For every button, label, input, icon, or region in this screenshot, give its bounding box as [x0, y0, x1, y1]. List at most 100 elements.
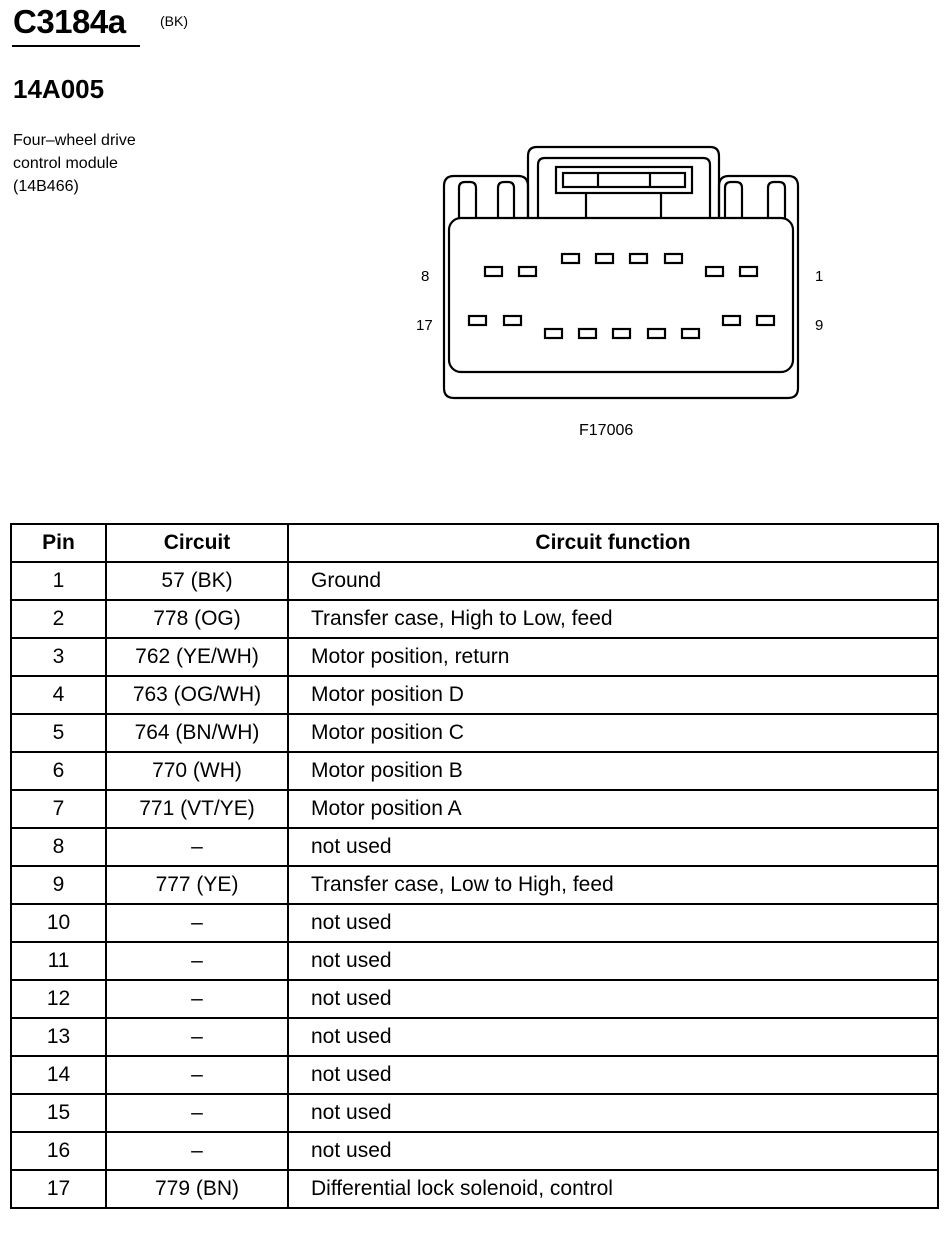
pin-cell: 2 [10, 599, 107, 639]
circuit-cell: 771 (VT/YE) [105, 789, 289, 829]
pin-cell: 10 [10, 903, 107, 943]
latch-slot [561, 171, 687, 189]
figure-code: F17006 [579, 422, 634, 439]
circuit-cell: – [105, 903, 289, 943]
circuit-cell: 770 (WH) [105, 751, 289, 791]
pin-cell: 3 [10, 637, 107, 677]
pin-cell: 5 [10, 713, 107, 753]
table-row: 13–not used [10, 1017, 939, 1057]
function-cell: not used [287, 1017, 939, 1057]
rib-left-2 [496, 180, 516, 218]
pin-cavity [577, 327, 598, 340]
latch-outer [526, 145, 721, 218]
circuit-cell: 57 (BK) [105, 561, 289, 601]
function-cell: Ground [287, 561, 939, 601]
function-cell: not used [287, 941, 939, 981]
circuit-cell: 762 (YE/WH) [105, 637, 289, 677]
table-row: 14–not used [10, 1055, 939, 1095]
circuit-cell: – [105, 827, 289, 867]
pin-cell: 11 [10, 941, 107, 981]
pin-cavity [738, 265, 759, 278]
description-line: control module [13, 155, 118, 172]
function-cell: not used [287, 1131, 939, 1171]
pin-cell: 1 [10, 561, 107, 601]
function-cell: Motor position D [287, 675, 939, 715]
pin-cavities [467, 252, 776, 340]
rib-right [723, 180, 744, 218]
circuit-cell: – [105, 941, 289, 981]
housing-outline [442, 174, 800, 400]
pin-cell: 7 [10, 789, 107, 829]
pin-cavity [560, 252, 581, 265]
function-cell: Motor position B [287, 751, 939, 791]
connector-face [447, 216, 795, 374]
circuit-cell: 777 (YE) [105, 865, 289, 905]
table-row: 11–not used [10, 941, 939, 981]
circuit-cell: – [105, 979, 289, 1019]
connector-color: (BK) [160, 13, 188, 29]
description-line: (14B466) [13, 178, 79, 195]
table-row: 8–not used [10, 827, 939, 867]
pin-cell: 8 [10, 827, 107, 867]
pin-cell: 15 [10, 1093, 107, 1133]
function-cell: not used [287, 1093, 939, 1133]
function-cell: not used [287, 827, 939, 867]
table-row: 12–not used [10, 979, 939, 1019]
function-cell: not used [287, 903, 939, 943]
function-cell: not used [287, 1055, 939, 1095]
pin-cell: 6 [10, 751, 107, 791]
pin-cell: 14 [10, 1055, 107, 1095]
function-cell: Differential lock solenoid, control [287, 1169, 939, 1209]
pin-cavity [543, 327, 564, 340]
rib-right-2 [766, 180, 787, 218]
pin-cavity [594, 252, 615, 265]
pin-label-bottom-left: 17 [416, 317, 433, 334]
description-line: Four–wheel drive [13, 132, 136, 149]
circuit-cell: 779 (BN) [105, 1169, 289, 1209]
pin-label-top-right: 1 [815, 268, 823, 285]
pin-cell: 12 [10, 979, 107, 1019]
pin-cavity [663, 252, 684, 265]
function-cell: Transfer case, Low to High, feed [287, 865, 939, 905]
circuit-cell: – [105, 1017, 289, 1057]
module-description: Four–wheel drive control module (14B466) [13, 129, 136, 198]
latch-stem [584, 193, 663, 218]
pin-cell: 9 [10, 865, 107, 905]
pin-cavity [646, 327, 667, 340]
circuit-cell: 764 (BN/WH) [105, 713, 289, 753]
function-cell: Transfer case, High to Low, feed [287, 599, 939, 639]
header-circuit: Circuit [105, 523, 289, 563]
rib-left [457, 180, 478, 218]
part-number: 14A005 [13, 74, 105, 104]
connector-id: C3184a [13, 3, 126, 40]
pin-cell: 4 [10, 675, 107, 715]
function-cell: Motor position C [287, 713, 939, 753]
pin-cell: 17 [10, 1169, 107, 1209]
table-row: 10–not used [10, 903, 939, 943]
function-cell: not used [287, 979, 939, 1019]
connector-face-diagram: 8 1 17 9 [416, 145, 823, 400]
latch-inner [536, 156, 712, 218]
circuit-cell: 778 (OG) [105, 599, 289, 639]
header-pin: Pin [10, 523, 107, 563]
pin-label-bottom-right: 9 [815, 317, 823, 334]
function-cell: Motor position, return [287, 637, 939, 677]
header-circuit-function: Circuit function [287, 523, 939, 563]
pin-cell: 13 [10, 1017, 107, 1057]
table-row: 16–not used [10, 1131, 939, 1171]
connector-id-underline [12, 45, 140, 47]
circuit-cell: – [105, 1055, 289, 1095]
table-row: 15–not used [10, 1093, 939, 1133]
circuit-cell: 763 (OG/WH) [105, 675, 289, 715]
pin-cavity [467, 314, 488, 327]
latch-window [554, 165, 694, 195]
